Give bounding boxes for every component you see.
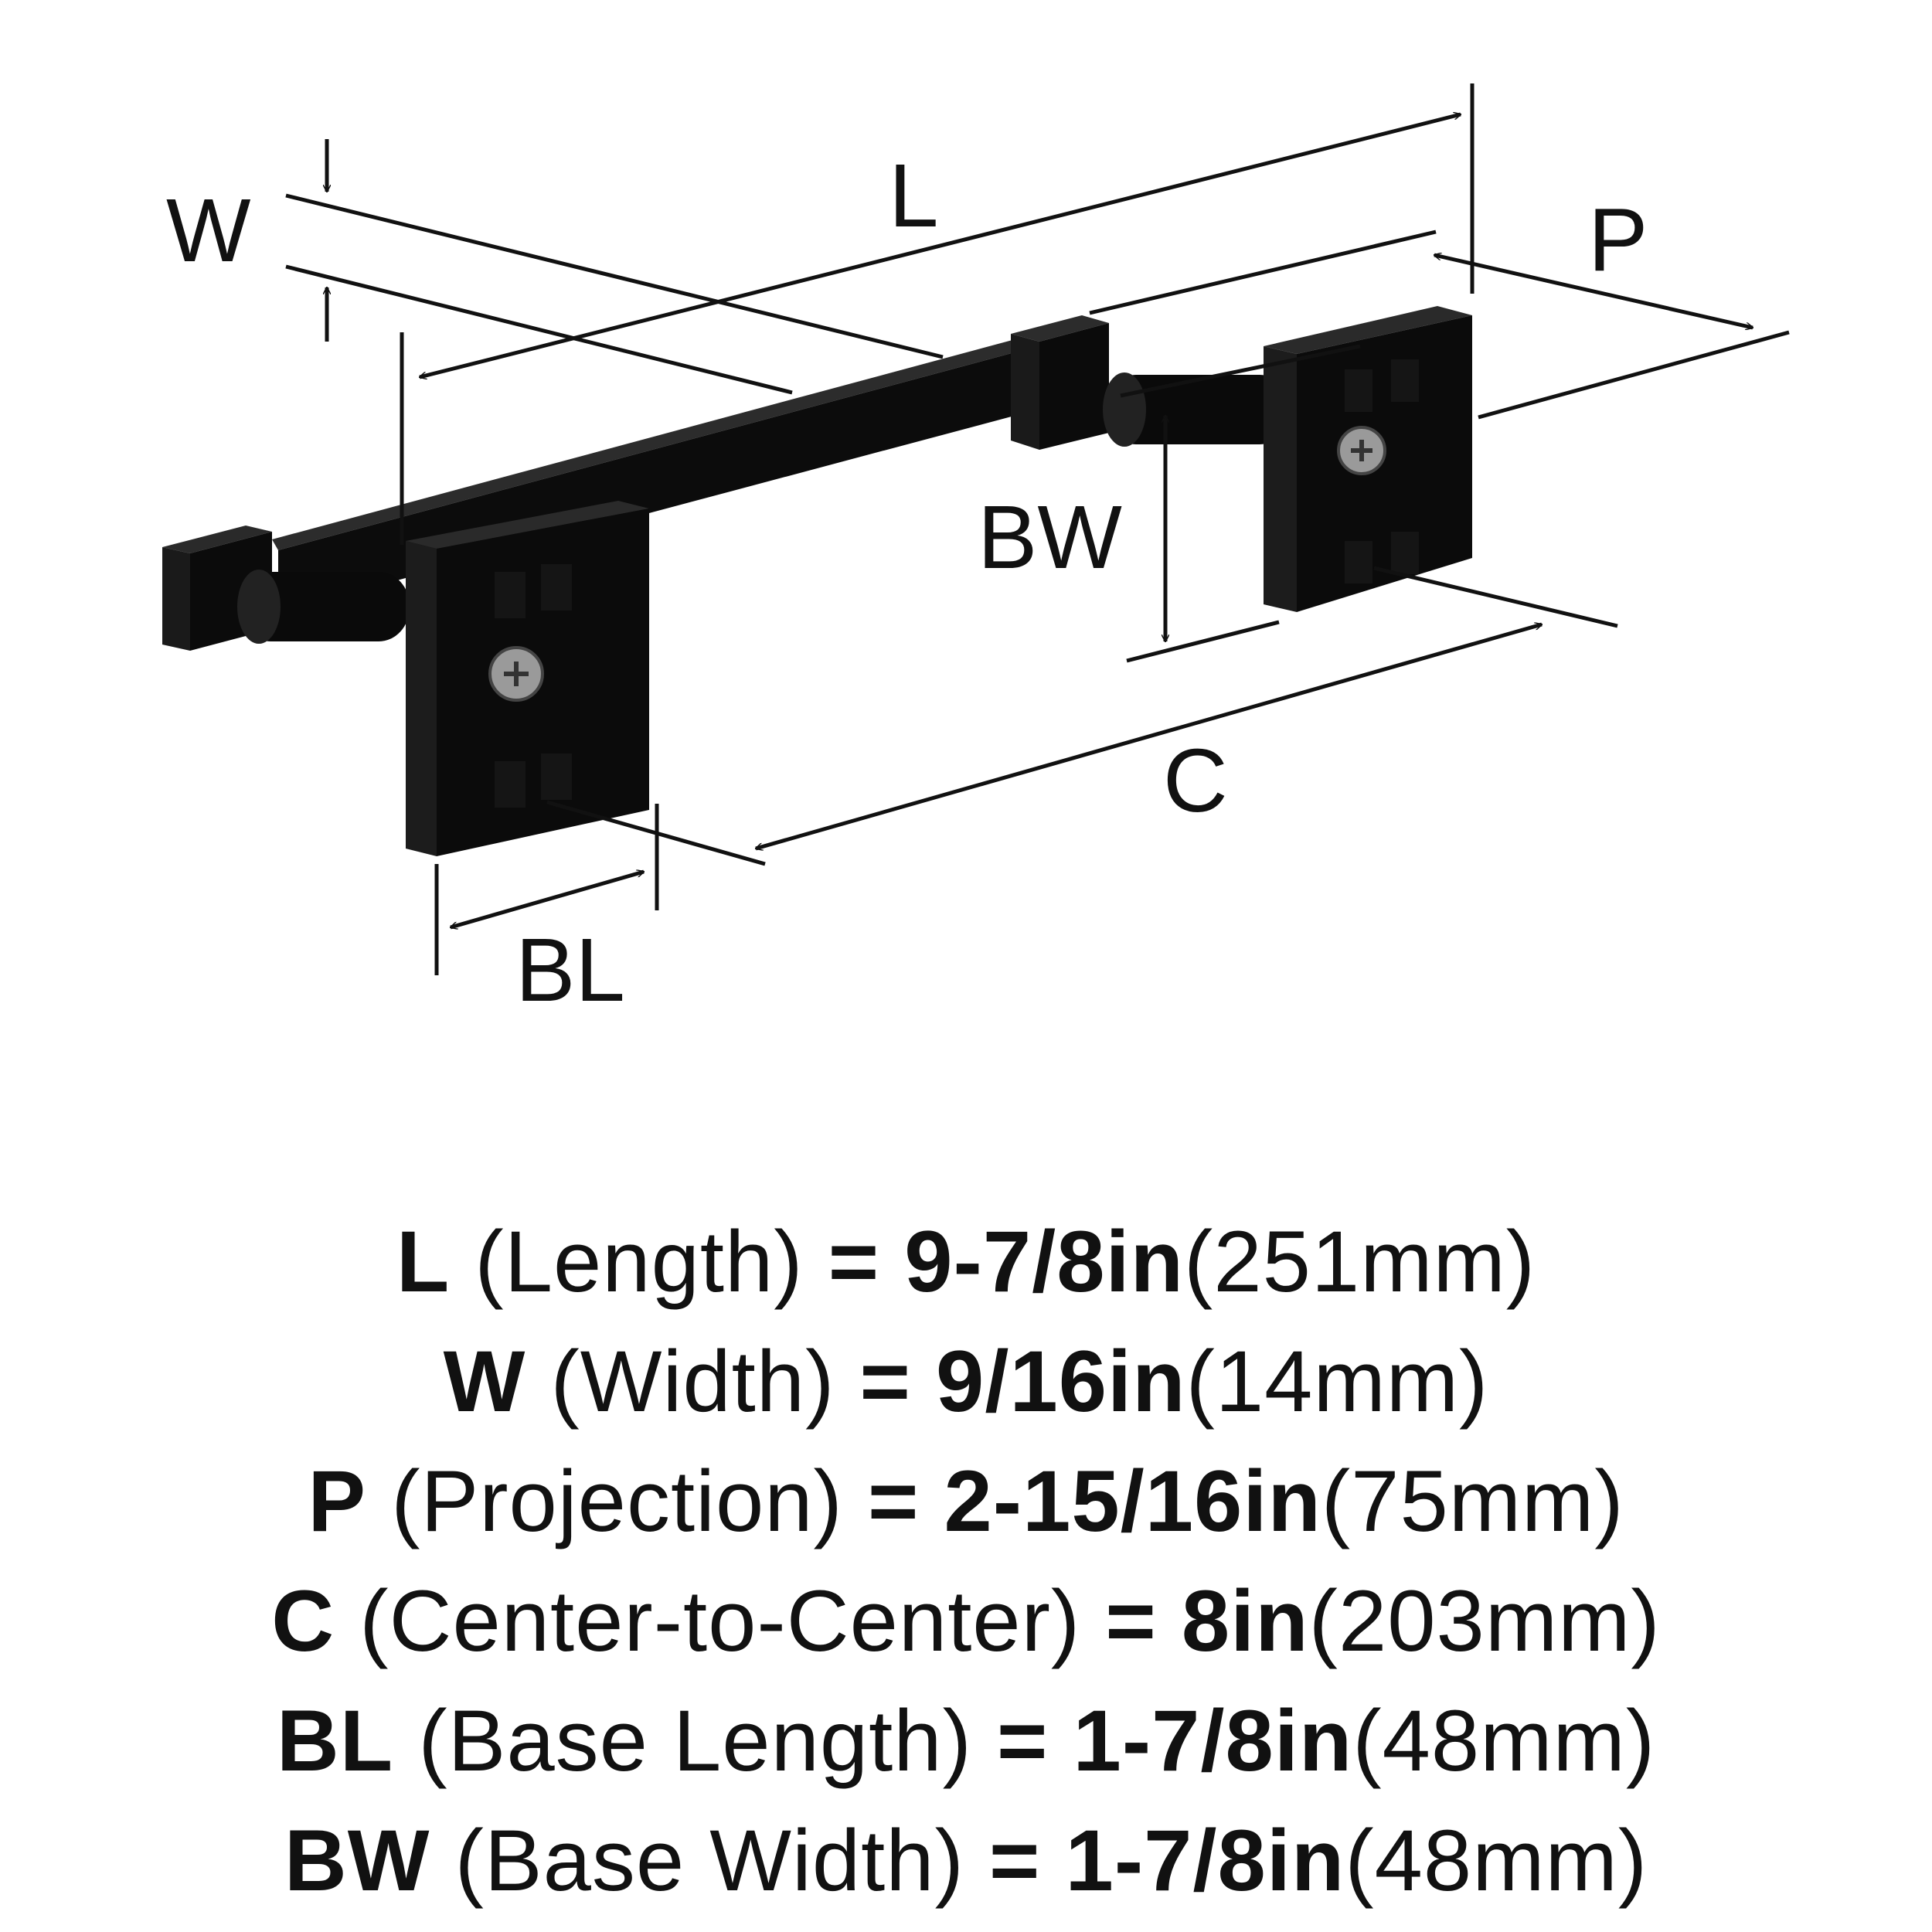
spec-base-width: BW (Base Width) = 1-7/8in(48mm) xyxy=(284,1812,1648,1909)
spec-center-to-center: C (Center-to-Center) = 8in(203mm) xyxy=(271,1573,1661,1669)
spec-list: L (Length) = 9-7/8in(251mm) W (Width) = … xyxy=(0,1202,1932,1920)
cabinet-pull xyxy=(162,306,1472,856)
label-c: C xyxy=(1163,730,1228,831)
spec-width: W (Width) = 9/16in(14mm) xyxy=(443,1333,1489,1430)
spec-base-length: BL (Base Length) = 1-7/8in(48mm) xyxy=(276,1692,1656,1789)
screw-icon xyxy=(488,646,544,702)
pull-dimension-diagram: W L P BW C BL xyxy=(162,83,1790,1020)
label-bw: BW xyxy=(978,487,1122,587)
spec-projection: P (Projection) = 2-15/16in(75mm) xyxy=(308,1453,1624,1549)
right-base-plate xyxy=(1264,306,1472,612)
screw-icon xyxy=(1337,426,1386,475)
left-base-plate xyxy=(406,501,649,856)
dimension-lines xyxy=(285,83,1790,975)
label-w: W xyxy=(166,180,251,281)
label-l: L xyxy=(889,145,939,246)
spec-length: L (Length) = 9-7/8in(251mm) xyxy=(396,1213,1536,1310)
label-p: P xyxy=(1588,189,1648,290)
label-bl: BL xyxy=(515,920,625,1020)
